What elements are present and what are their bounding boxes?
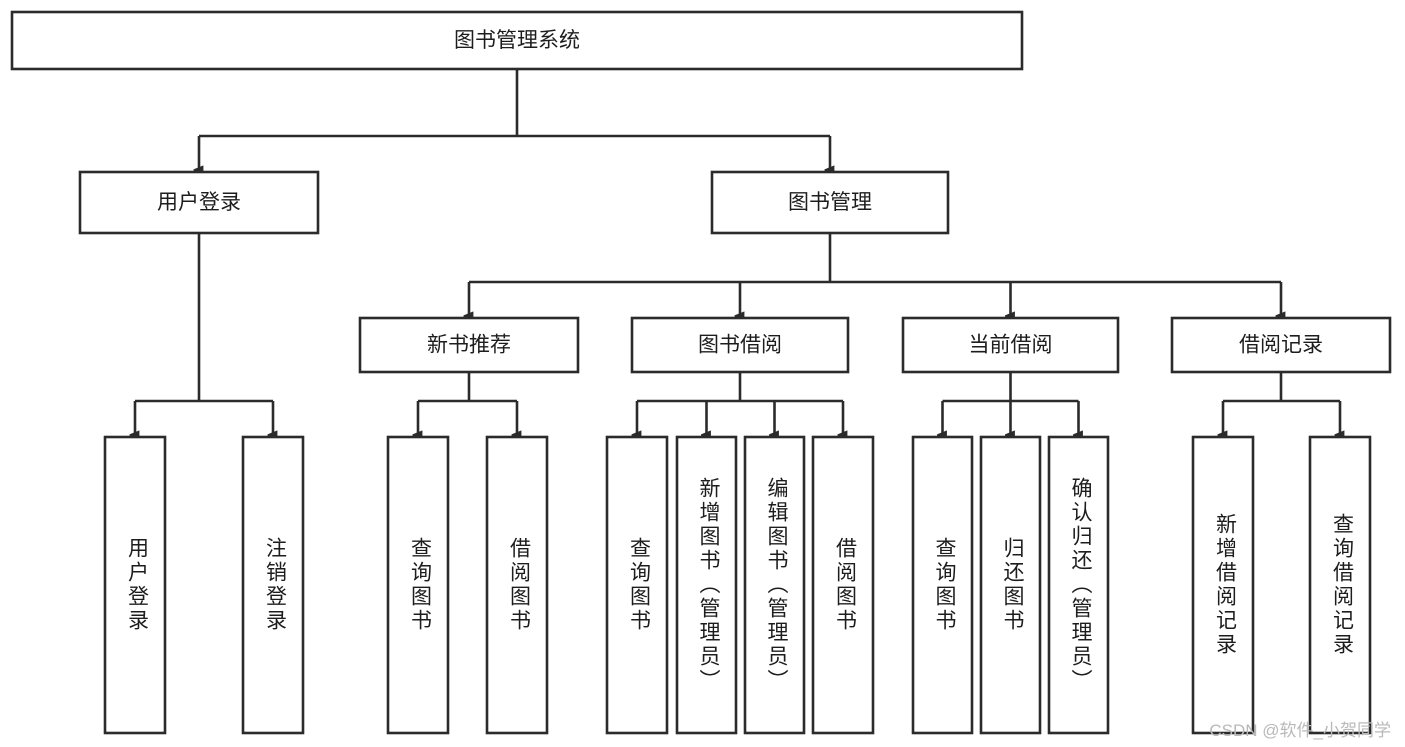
node-leaf-query-book-1[interactable]: 查询图书 (386, 435, 450, 735)
node-rect[interactable] (743, 435, 806, 735)
node-rect[interactable] (1170, 316, 1392, 374)
node-label: 查询图书 (408, 537, 432, 633)
node-leaf-user-login[interactable]: 用户登录 (103, 435, 167, 735)
edge-layer (135, 69, 1340, 435)
node-leaf-query-book-2[interactable]: 查询图书 (605, 435, 669, 735)
node-book-manage[interactable]: 图书管理 (710, 170, 950, 235)
node-leaf-query-book-3[interactable]: 查询图书 (911, 435, 974, 735)
node-label: 用户登录 (157, 191, 241, 214)
node-label: 查询图书 (933, 537, 957, 633)
node-rect[interactable] (386, 435, 450, 735)
node-rect[interactable] (1047, 435, 1110, 735)
node-leaf-confirm-return[interactable]: 确认归还（管理员） (1047, 435, 1110, 735)
node-leaf-borrow-book-1[interactable]: 借阅图书 (485, 435, 549, 735)
node-rect[interactable] (911, 435, 974, 735)
node-new-book-rec[interactable]: 新书推荐 (358, 316, 580, 374)
node-leaf-add-book[interactable]: 新增图书（管理员） (675, 435, 738, 735)
node-rect[interactable] (10, 10, 1024, 71)
node-label: 查询图书 (627, 537, 651, 633)
node-rect[interactable] (675, 435, 738, 735)
node-rect[interactable] (241, 435, 305, 735)
node-leaf-query-record[interactable]: 查询借阅记录 (1308, 435, 1372, 735)
node-rect[interactable] (78, 170, 320, 235)
node-book-borrow[interactable]: 图书借阅 (630, 316, 850, 374)
node-rect[interactable] (1308, 435, 1372, 735)
node-label: 查询借阅记录 (1330, 513, 1354, 657)
node-rect[interactable] (485, 435, 549, 735)
node-rect[interactable] (1191, 435, 1255, 735)
node-label: 图书管理系统 (454, 29, 580, 52)
node-rect[interactable] (103, 435, 167, 735)
node-label: 用户登录 (125, 537, 149, 633)
node-label: 新增图书（管理员） (697, 477, 721, 693)
node-label: 确认归还（管理员） (1069, 477, 1093, 693)
node-rect[interactable] (358, 316, 580, 374)
node-leaf-borrow-book-2[interactable]: 借阅图书 (811, 435, 875, 735)
node-label: 注销登录 (263, 537, 287, 633)
node-current-borrow[interactable]: 当前借阅 (901, 316, 1120, 374)
node-label: 图书借阅 (698, 334, 782, 357)
node-label: 新增借阅记录 (1213, 513, 1237, 657)
node-label: 归还图书 (1001, 537, 1025, 633)
node-rect[interactable] (630, 316, 850, 374)
node-rect[interactable] (979, 435, 1042, 735)
node-label: 新书推荐 (427, 334, 511, 357)
node-label: 借阅图书 (833, 537, 857, 633)
node-user-login[interactable]: 用户登录 (78, 170, 320, 235)
node-label: 当前借阅 (969, 334, 1053, 357)
node-label: 借阅记录 (1239, 334, 1323, 357)
node-rect[interactable] (605, 435, 669, 735)
node-rect[interactable] (901, 316, 1120, 374)
node-rect[interactable] (811, 435, 875, 735)
node-label: 图书管理 (788, 191, 872, 214)
node-layer: 图书管理系统用户登录图书管理新书推荐图书借阅当前借阅借阅记录用户登录注销登录查询… (10, 10, 1392, 735)
node-leaf-return-book[interactable]: 归还图书 (979, 435, 1042, 735)
node-borrow-record[interactable]: 借阅记录 (1170, 316, 1392, 374)
node-label: 借阅图书 (507, 537, 531, 633)
node-root[interactable]: 图书管理系统 (10, 10, 1024, 71)
node-leaf-add-record[interactable]: 新增借阅记录 (1191, 435, 1255, 735)
node-rect[interactable] (710, 170, 950, 235)
node-leaf-logout[interactable]: 注销登录 (241, 435, 305, 735)
node-leaf-edit-book[interactable]: 编辑图书（管理员） (743, 435, 806, 735)
node-label: 编辑图书（管理员） (765, 477, 789, 693)
